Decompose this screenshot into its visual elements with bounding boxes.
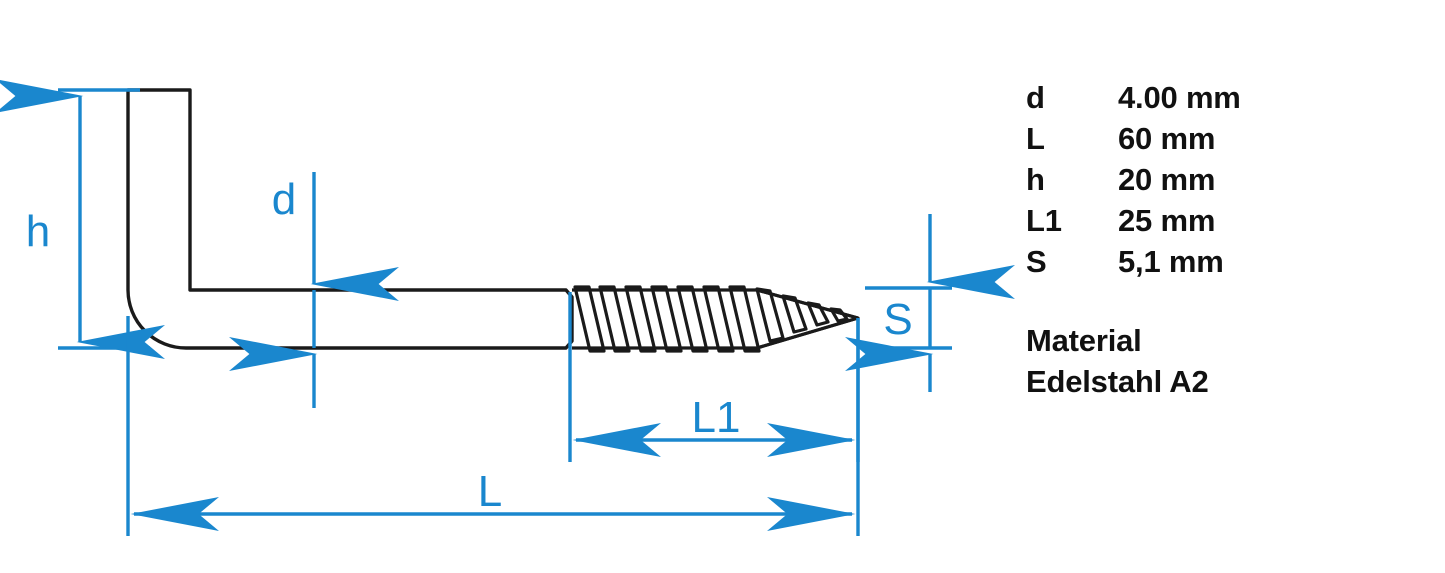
dimension-label-d: d (272, 175, 296, 224)
spec-key-d: d (1026, 80, 1045, 115)
thread-turn (702, 285, 735, 353)
thread-turn-taper (806, 301, 830, 327)
dimension-h (0, 79, 165, 359)
hook-body-outline (126, 88, 574, 350)
thread-turn-taper (781, 294, 808, 334)
spec-row-L1: L1 25 mm (1026, 203, 1356, 244)
thread-turn (624, 285, 657, 353)
spec-row-S: S 5,1 mm (1026, 244, 1356, 285)
screw-thread-group (572, 285, 860, 353)
thread-turn (676, 285, 709, 353)
spec-value-L: 60 mm (1118, 121, 1216, 156)
thread-turn (728, 285, 761, 353)
spec-row-h: h 20 mm (1026, 162, 1356, 203)
thread-turn (650, 285, 683, 353)
dimension-S (845, 214, 1015, 392)
specification-table: d 4.00 mm L 60 mm h 20 mm L1 25 mm S 5,1… (1026, 80, 1356, 285)
spec-key-L: L (1026, 121, 1045, 156)
hook-shank-path (126, 88, 574, 350)
dimension-L (126, 316, 860, 536)
dimension-label-h: h (26, 207, 50, 256)
thread-turn (598, 285, 631, 353)
dimension-label-L: L (478, 467, 502, 516)
spec-key-L1: L1 (1026, 203, 1062, 238)
thread-turn-taper (755, 287, 785, 343)
spec-row-L: L 60 mm (1026, 121, 1356, 162)
spec-value-d: 4.00 mm (1118, 80, 1241, 115)
material-block: Material Edelstahl A2 (1026, 320, 1376, 402)
spec-row-d: d 4.00 mm (1026, 80, 1356, 121)
material-heading: Material (1026, 323, 1142, 358)
dimension-label-S: S (883, 295, 912, 344)
material-value: Edelstahl A2 (1026, 364, 1209, 399)
thread-turn-taper (829, 307, 849, 323)
dimension-label-L1: L1 (692, 393, 741, 442)
spec-key-h: h (1026, 162, 1045, 197)
spec-value-S: 5,1 mm (1118, 244, 1224, 279)
spec-value-L1: 25 mm (1118, 203, 1216, 238)
thread-turn (573, 285, 606, 353)
spec-value-h: 20 mm (1118, 162, 1216, 197)
spec-key-S: S (1026, 244, 1047, 279)
